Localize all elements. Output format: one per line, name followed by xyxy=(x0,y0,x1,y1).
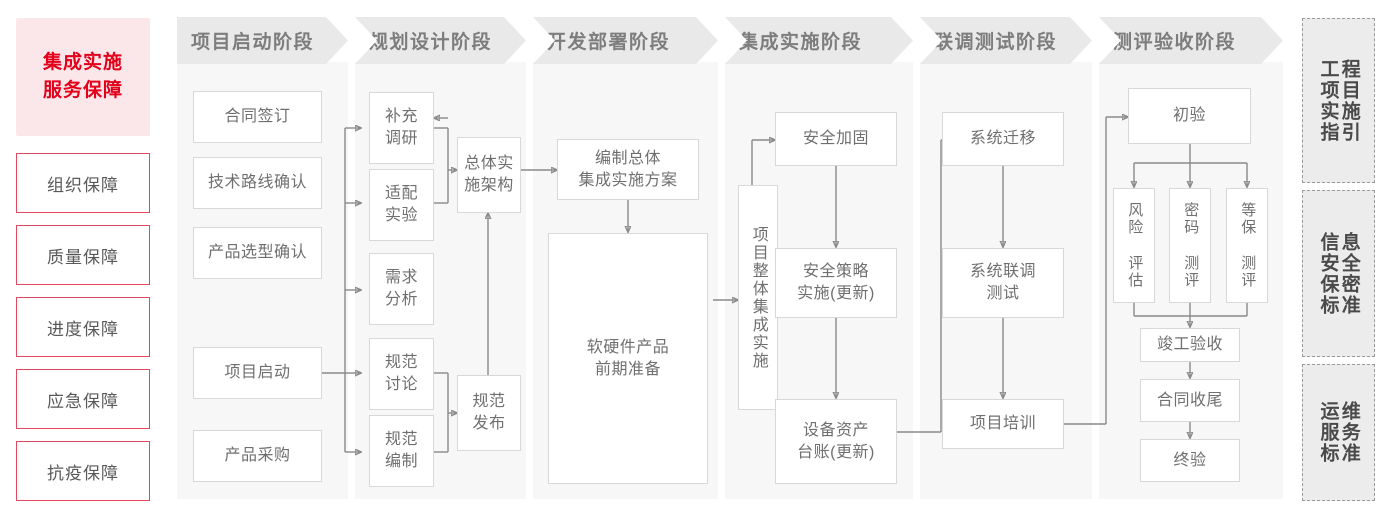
phase-header-3[interactable]: 开发部署阶段 xyxy=(533,17,718,64)
node-p6-4[interactable]: 竣工验收 xyxy=(1140,328,1240,362)
node-label: 安全加固 xyxy=(802,130,869,148)
node-label: 软硬件产品 前期准备 xyxy=(586,338,670,378)
node-p1-1[interactable]: 技术路线确认 xyxy=(193,157,322,209)
node-label: 项目启动 xyxy=(224,364,291,382)
phase-header-4[interactable]: 集成实施阶段 xyxy=(725,17,913,64)
node-label: 产品选型确认 xyxy=(207,244,307,262)
guarantee-item-2[interactable]: 进度保障 xyxy=(16,297,150,357)
node-label: 系统迁移 xyxy=(969,130,1036,148)
node-label: 合同收尾 xyxy=(1156,391,1223,409)
phase-title: 测评验收阶段 xyxy=(1113,32,1237,53)
node-label: 设备资产 台账(更新) xyxy=(797,421,875,461)
phase-header-6[interactable]: 测评验收阶段 xyxy=(1099,17,1283,64)
guarantee-item-4[interactable]: 抗疫保障 xyxy=(16,441,150,501)
standard-label-right: 维务准 xyxy=(1338,401,1360,464)
node-p6-1[interactable]: 风险 评估 xyxy=(1113,188,1155,303)
node-p6-5[interactable]: 合同收尾 xyxy=(1140,379,1240,422)
node-p4-1[interactable]: 安全加固 xyxy=(775,112,897,166)
node-p4-3[interactable]: 设备资产 台账(更新) xyxy=(775,399,897,484)
phase-title: 联调测试阶段 xyxy=(934,32,1058,53)
node-p2-1[interactable]: 适配 实验 xyxy=(369,169,434,241)
node-p6-3[interactable]: 等保 测评 xyxy=(1226,188,1268,303)
phase-header-2[interactable]: 规划设计阶段 xyxy=(355,17,526,64)
node-p3-0[interactable]: 编制总体 集成实施方案 xyxy=(557,139,699,200)
guarantee-item-3[interactable]: 应急保障 xyxy=(16,369,150,429)
node-label: 终验 xyxy=(1173,451,1207,469)
guarantee-label: 应急保障 xyxy=(47,391,119,411)
node-label: 编制总体 集成实施方案 xyxy=(578,149,678,189)
node-label: 总体实 施架构 xyxy=(464,155,514,194)
node-p6-6[interactable]: 终验 xyxy=(1140,439,1240,482)
node-p6-2[interactable]: 密码 测评 xyxy=(1169,188,1211,303)
phase-header-5[interactable]: 联调测试阶段 xyxy=(920,17,1092,64)
phase-title: 集成实施阶段 xyxy=(739,32,863,53)
node-p2-6[interactable]: 规范 发布 xyxy=(457,375,521,451)
node-label: 等保 测评 xyxy=(1239,202,1257,289)
guarantee-label: 组织保障 xyxy=(47,175,119,195)
node-label: 产品采购 xyxy=(224,447,291,465)
phase-title: 规划设计阶段 xyxy=(369,32,493,53)
guarantee-label: 抗疫保障 xyxy=(47,463,119,483)
node-label: 规范 编制 xyxy=(384,431,418,470)
node-label: 竣工验收 xyxy=(1156,336,1223,354)
node-label: 项目整体集成实施 xyxy=(749,225,767,370)
standard-label-left: 运服标 xyxy=(1317,401,1339,464)
node-label: 补充 调研 xyxy=(384,108,418,147)
node-label: 系统联调 测试 xyxy=(969,263,1036,302)
standard-card-0[interactable]: 工项实指 程目施引 xyxy=(1302,18,1375,183)
phase-title: 开发部署阶段 xyxy=(547,32,671,53)
node-label: 技术路线确认 xyxy=(207,174,307,192)
brand-line-1: 集成实施 xyxy=(42,52,123,74)
node-p3-1[interactable]: 软硬件产品 前期准备 xyxy=(548,233,708,484)
standard-label-left: 信安保标 xyxy=(1317,231,1339,316)
brand-card: 集成实施 服务保障 xyxy=(16,18,150,136)
node-label: 合同签订 xyxy=(224,108,291,126)
node-p1-4[interactable]: 产品采购 xyxy=(193,430,322,482)
node-label: 适配 实验 xyxy=(384,185,418,224)
node-p1-0[interactable]: 合同签订 xyxy=(193,91,322,143)
node-p2-5[interactable]: 总体实 施架构 xyxy=(457,137,521,213)
node-label: 需求 分析 xyxy=(384,269,418,308)
guarantee-item-1[interactable]: 质量保障 xyxy=(16,225,150,285)
node-p5-0[interactable]: 系统迁移 xyxy=(942,112,1064,166)
node-p4-0[interactable]: 项目整体集成实施 xyxy=(738,185,778,410)
node-label: 初验 xyxy=(1172,107,1206,125)
node-label: 风险 评估 xyxy=(1126,202,1144,289)
node-p2-2[interactable]: 需求 分析 xyxy=(369,253,434,325)
standard-label-right: 程目施引 xyxy=(1338,58,1360,143)
node-p2-3[interactable]: 规范 讨论 xyxy=(369,338,434,410)
node-p6-0[interactable]: 初验 xyxy=(1128,88,1251,144)
brand-line-2: 服务保障 xyxy=(42,80,123,101)
node-p2-4[interactable]: 规范 编制 xyxy=(369,415,434,487)
phase-title: 项目启动阶段 xyxy=(191,32,315,53)
standard-label-right: 息全密准 xyxy=(1338,231,1360,316)
standard-label-left: 工项实指 xyxy=(1317,58,1339,143)
node-p1-2[interactable]: 产品选型确认 xyxy=(193,227,322,279)
node-p5-1[interactable]: 系统联调 测试 xyxy=(942,248,1064,318)
guarantee-item-0[interactable]: 组织保障 xyxy=(16,153,150,213)
node-p2-0[interactable]: 补充 调研 xyxy=(369,92,434,164)
guarantee-label: 进度保障 xyxy=(47,319,119,339)
node-label: 项目培训 xyxy=(969,415,1036,433)
phase-header-1[interactable]: 项目启动阶段 xyxy=(177,17,348,64)
guarantee-label: 质量保障 xyxy=(47,247,119,267)
node-p5-2[interactable]: 项目培训 xyxy=(942,399,1064,449)
node-label: 密码 测评 xyxy=(1182,202,1200,289)
brand-text: 集成实施 服务保障 xyxy=(43,49,123,104)
node-label: 规范 发布 xyxy=(472,393,506,432)
node-p1-3[interactable]: 项目启动 xyxy=(193,347,322,399)
node-label: 安全策略 实施(更新) xyxy=(797,263,875,302)
node-label: 规范 讨论 xyxy=(384,354,418,393)
standard-card-2[interactable]: 运服标 维务准 xyxy=(1302,364,1375,501)
node-p4-2[interactable]: 安全策略 实施(更新) xyxy=(775,248,897,318)
standard-card-1[interactable]: 信安保标 息全密准 xyxy=(1302,190,1375,357)
